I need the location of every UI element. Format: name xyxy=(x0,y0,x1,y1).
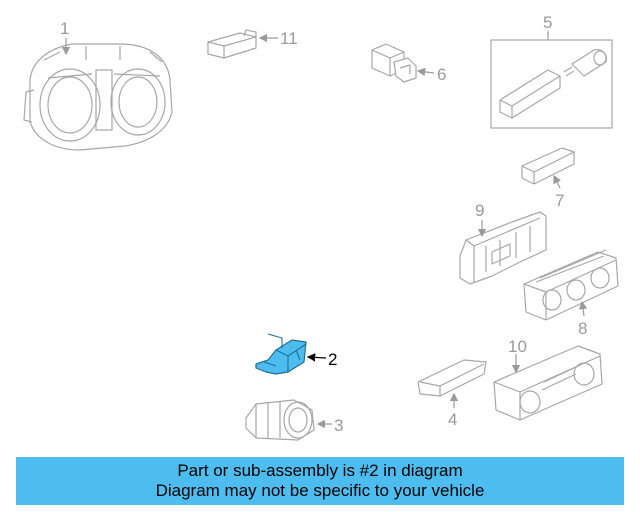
part-5-kit[interactable] xyxy=(490,39,613,129)
part-8-climate-control[interactable] xyxy=(523,249,619,321)
leader-2 xyxy=(306,353,327,362)
callout-7: 7 xyxy=(555,191,564,210)
callout-10: 10 xyxy=(508,337,527,356)
part-7-panel[interactable] xyxy=(521,147,575,185)
callout-1: 1 xyxy=(60,19,69,38)
leader-6 xyxy=(416,67,435,77)
callout-11: 11 xyxy=(280,29,298,48)
banner-line-1: Part or sub-assembly is #2 in diagram xyxy=(177,461,463,480)
banner-line-2: Diagram may not be specific to your vehi… xyxy=(155,481,485,500)
callout-9: 9 xyxy=(475,201,484,220)
part-4-trim-strip[interactable] xyxy=(417,359,487,397)
part-3-knob[interactable] xyxy=(245,399,315,441)
part-10-control-panel[interactable] xyxy=(493,345,603,421)
info-banner: Part or sub-assembly is #2 in diagram Di… xyxy=(16,457,624,505)
callout-2: 2 xyxy=(328,350,337,369)
leader-8 xyxy=(578,300,588,317)
callout-6: 6 xyxy=(437,65,446,84)
part-6-switch[interactable] xyxy=(371,43,417,83)
part-2-module[interactable] xyxy=(255,333,307,375)
callout-3: 3 xyxy=(334,416,343,435)
leader-7 xyxy=(553,174,561,189)
part-1-instrument-cluster[interactable] xyxy=(23,43,173,151)
callout-4: 4 xyxy=(448,410,457,429)
callout-5: 5 xyxy=(543,13,552,32)
callout-8: 8 xyxy=(578,319,587,338)
part-11-connector[interactable] xyxy=(207,29,257,59)
part-9-bracket[interactable] xyxy=(459,211,547,285)
parts-diagram: 1 11 6 5 7 9 xyxy=(23,13,619,441)
